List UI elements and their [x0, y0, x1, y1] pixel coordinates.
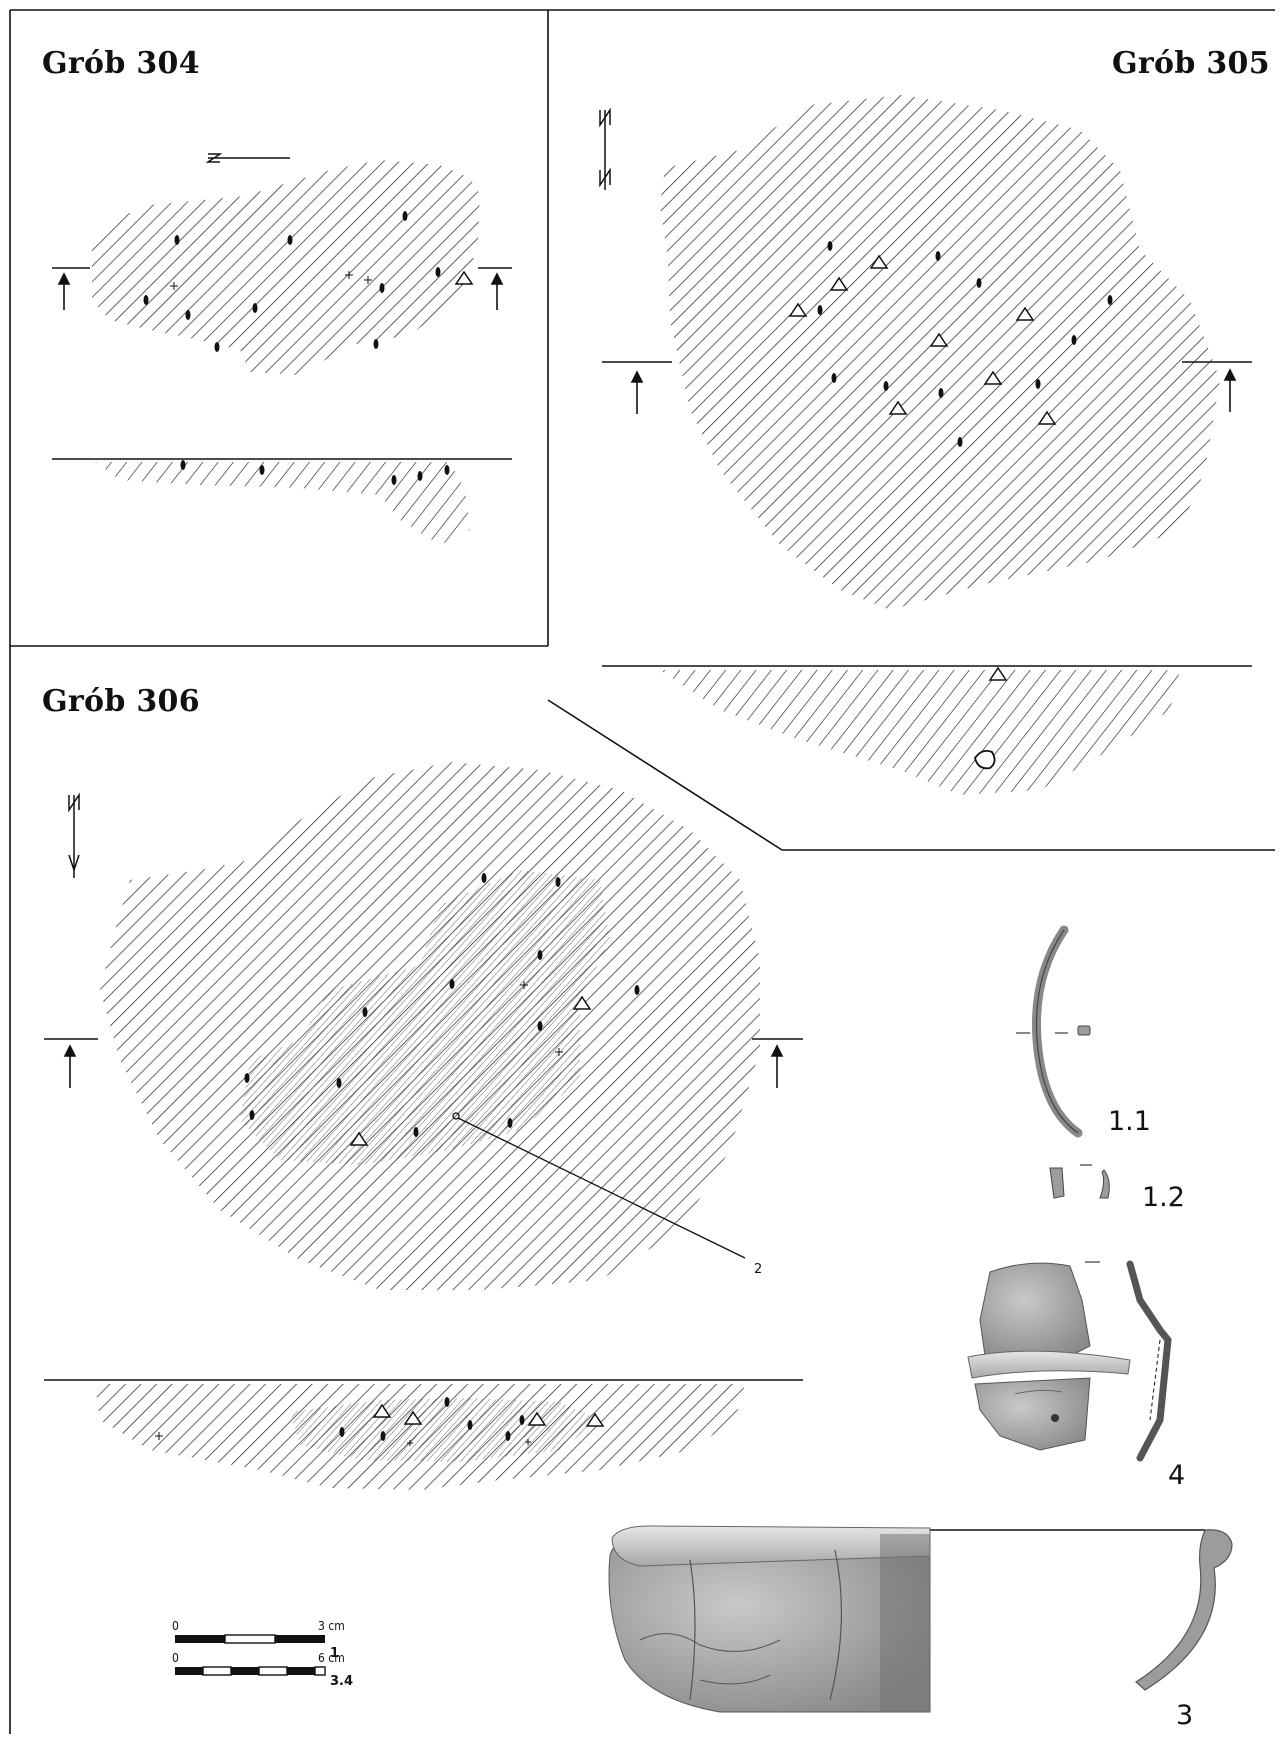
grave-304-bone-finds [143, 211, 441, 352]
find-1-2-label: 1.2 [1142, 1182, 1185, 1213]
grave-306-inner-fill [240, 870, 610, 1165]
grave-306-plan [44, 762, 803, 1290]
grave-305-north-arrow [599, 107, 611, 190]
grave-304-title: Grób 304 [42, 46, 200, 81]
grave-306-cross-marks [520, 981, 563, 1056]
find-1-2-drawing [1049, 1164, 1110, 1199]
grave-304-plan [52, 153, 512, 375]
scale-2-end: 6 cm [318, 1651, 345, 1665]
grave-304-section [52, 458, 512, 545]
scale-2-applies-to: 3.4 [330, 1674, 354, 1689]
grave-306-section [44, 1379, 803, 1490]
grave-304-section-fill [95, 462, 470, 545]
plate-frame [9, 9, 1275, 1734]
scale-1-start: 0 [172, 1619, 179, 1633]
find-1-1-label: 1.1 [1108, 1106, 1151, 1137]
find-4-drawing [967, 1260, 1172, 1462]
grave-306-north-arrow [68, 792, 80, 878]
scale-bar-6cm [175, 1666, 326, 1676]
grave-306-find-2-label: 2 [754, 1262, 763, 1277]
find-4-label: 4 [1168, 1460, 1186, 1491]
scale-2-start: 0 [172, 1651, 179, 1665]
grave-304-cross-marks [170, 271, 372, 290]
grave-304-triangle-find [454, 270, 474, 285]
scale-1-applies-to: 1 [330, 1646, 340, 1661]
grave-304-pit-outline [92, 160, 480, 375]
grave-306-section-inner [290, 1398, 600, 1462]
grave-306-section-line [44, 1038, 803, 1088]
grave-305-pit-outline [660, 95, 1220, 610]
find-3-label: 3 [1176, 1700, 1194, 1731]
find-1-1-drawing [1016, 925, 1091, 1138]
grave-305-section-fill [660, 670, 1180, 795]
grave-306-triangle-finds [349, 995, 592, 1146]
grave-305-plan [599, 95, 1252, 610]
grave-306-find-2-pointer [452, 1112, 746, 1259]
scale-bar-3cm [175, 1634, 325, 1644]
grave-305-bone-finds [817, 241, 1113, 447]
grave-304-section-line [52, 267, 512, 310]
grave-305-section [602, 665, 1252, 795]
grave-306-title: Grób 306 [42, 684, 200, 719]
grave-304-north-arrow [205, 153, 290, 163]
grave-305-triangle-finds [788, 254, 1057, 425]
grave-305-title: Grób 305 [1112, 46, 1270, 81]
grave-306-bone-finds [244, 873, 640, 1137]
scale-1-end: 3 cm [318, 1619, 345, 1633]
find-3-drawing [608, 1525, 1233, 1713]
grave-305-section-line [602, 361, 1252, 414]
